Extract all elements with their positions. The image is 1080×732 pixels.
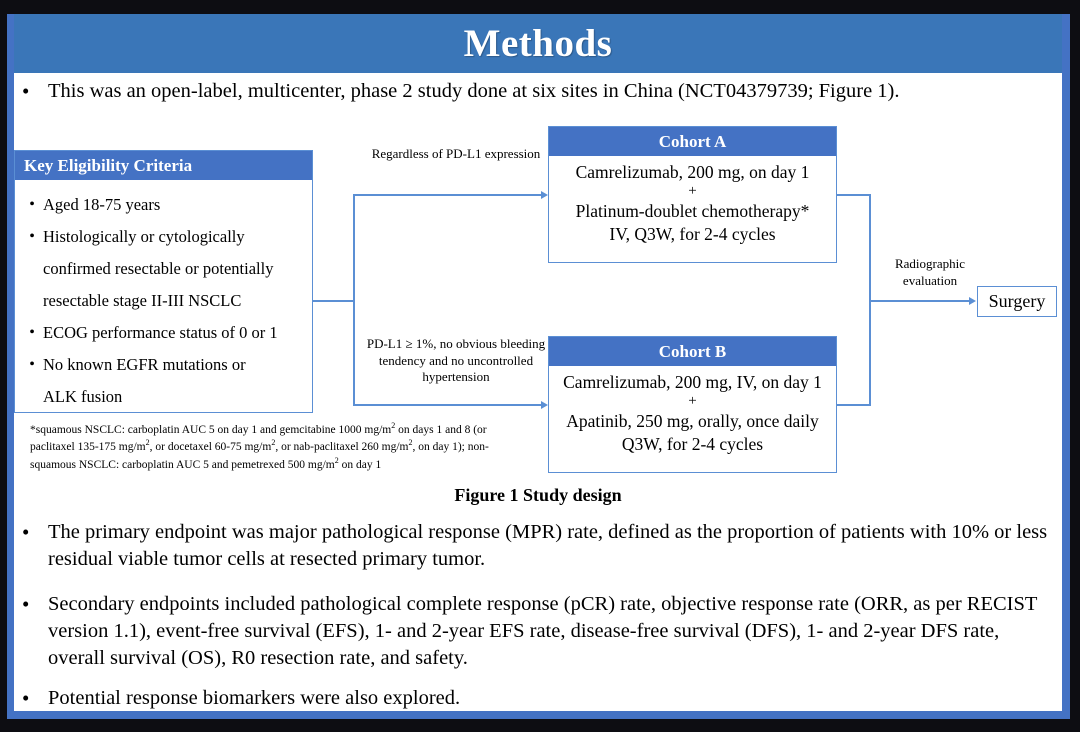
cohort-a-panel: Cohort A Camrelizumab, 200 mg, on day 1 … [548,126,837,263]
figure-caption: Figure 1 Study design [454,485,622,505]
connector-to-surgery [869,300,973,302]
list-item-label: Aged 18-75 years [43,195,161,214]
slide-frame-left [7,14,14,718]
connector-split-vertical-lower [353,300,355,405]
figure-footnote: *squamous NSCLC: carboplatin AUC 5 on da… [30,421,489,471]
surgery-box: Surgery [977,286,1057,317]
list-item-continuation: resectable stage II-III NSCLC [21,285,306,316]
page-title: Methods [463,22,613,65]
bullet-marker: • [29,196,35,213]
cohort-b-line-2: + [688,393,697,410]
list-item-label: Histologically or cytologically [43,227,245,246]
cohort-b-panel: Cohort B Camrelizumab, 200 mg, IV, on da… [548,336,837,473]
bullet-marker: • [22,79,30,103]
arrow-head-cohort-b [541,401,548,409]
list-item-label: ALK fusion [43,387,123,406]
bullet-secondary-endpoints: • Secondary endpoints included pathologi… [22,591,1054,672]
bullet-biomarkers-text: Potential response biomarkers were also … [48,687,461,709]
list-item-label: No known EGFR mutations or [43,355,246,374]
bullet-secondary-text: Secondary endpoints included pathologica… [48,593,1038,670]
cohort-a-line-1: Camrelizumab, 200 mg, on day 1 [575,162,810,182]
arrow-head-surgery [969,297,976,305]
connector-label-pdl1: PD-L1 ≥ 1%, no obvious bleeding tendency… [366,336,546,385]
connector-eligibility-stub [313,300,354,302]
surgery-label: Surgery [988,291,1046,311]
slide-title-bar: Methods [14,14,1062,73]
connector-cohort-b-out [837,404,871,406]
arrow-head-cohort-a [541,191,548,199]
eligibility-header: Key Eligibility Criteria [15,151,312,180]
list-item-label: ECOG performance status of 0 or 1 [43,323,278,342]
bullet-intro-text: This was an open-label, multicenter, pha… [48,80,900,102]
connector-label-regardless: Regardless of PD-L1 expression [371,146,541,161]
connector-to-cohort-b [353,404,543,406]
list-item: • No known EGFR mutations or [21,349,306,380]
cohort-b-header: Cohort B [549,337,836,366]
list-item-label: confirmed resectable or potentially [43,259,274,278]
cohort-a-line-3: Platinum-doublet chemotherapy* [575,201,810,222]
bullet-primary-text: The primary endpoint was major pathologi… [48,521,1048,571]
bullet-intro: • This was an open-label, multicenter, p… [22,78,1052,106]
slide-frame-right [1062,14,1070,718]
bullet-marker: • [29,356,35,373]
connector-label-radiographic: Radiographic evaluation [894,256,966,288]
slide-frame-bottom [7,711,1070,719]
bullet-marker: • [22,520,30,544]
cohort-a-line-2: + [688,183,697,200]
bullet-marker: • [29,228,35,245]
study-design-figure: Key Eligibility Criteria • Aged 18-75 ye… [14,118,1062,500]
cohort-b-line-4: Q3W, for 2-4 cycles [621,434,764,455]
list-item: • Aged 18-75 years [21,189,306,220]
cohort-a-header: Cohort A [549,127,836,156]
cohort-b-body: Camrelizumab, 200 mg, IV, on day 1 + Apa… [549,366,836,457]
list-item-continuation: ALK fusion [21,381,306,412]
connector-split-vertical [353,195,355,302]
bullet-primary-endpoint: • The primary endpoint was major patholo… [22,519,1048,573]
cohort-a-line-4: IV, Q3W, for 2-4 cycles [609,224,776,245]
list-item: • Histologically or cytologically [21,221,306,252]
bullet-biomarkers: • Potential response biomarkers were als… [22,685,1048,713]
eligibility-panel: Key Eligibility Criteria • Aged 18-75 ye… [14,150,313,413]
connector-cohort-a-out [837,194,871,196]
bullet-marker: • [22,686,30,710]
bullet-marker: • [29,324,35,341]
cohort-b-line-1: Camrelizumab, 200 mg, IV, on day 1 [563,372,822,392]
eligibility-body: • Aged 18-75 years • Histologically or c… [15,180,312,412]
bullet-marker: • [22,592,30,616]
connector-to-cohort-a [353,194,543,196]
cohort-a-body: Camrelizumab, 200 mg, on day 1 + Platinu… [549,156,836,247]
list-item: • ECOG performance status of 0 or 1 [21,317,306,348]
cohort-b-line-3: Apatinib, 250 mg, orally, once daily [566,411,819,432]
list-item-continuation: confirmed resectable or potentially [21,253,306,284]
list-item-label: resectable stage II-III NSCLC [43,291,242,310]
